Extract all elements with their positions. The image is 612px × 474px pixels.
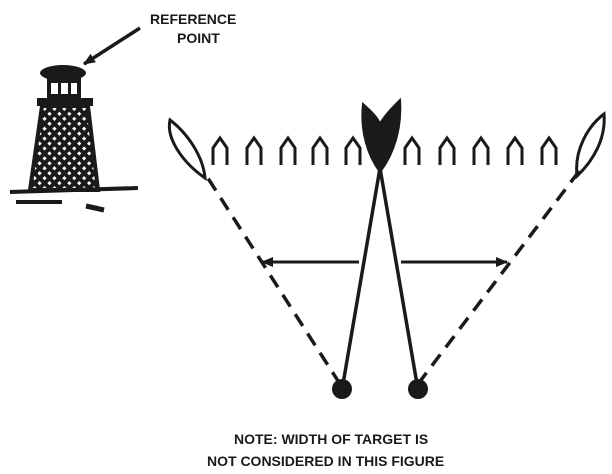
target-boat-icon xyxy=(506,135,524,165)
right-observer-dot xyxy=(408,379,428,399)
center-aim-leaf-icon xyxy=(361,97,402,174)
lighthouse-icon xyxy=(9,65,139,213)
note-line2: NOT CONSIDERED IN THIS FIGURE xyxy=(207,453,444,469)
right-boundary-leaf-icon xyxy=(575,111,606,180)
target-boat-icon xyxy=(279,135,297,165)
target-boat-icon xyxy=(311,135,329,165)
right-solid-line xyxy=(378,167,419,385)
reference-pointer-arrow xyxy=(83,26,141,66)
left-boundary-leaf-icon xyxy=(167,117,207,182)
target-boat-icon xyxy=(344,135,362,165)
left-solid-line xyxy=(341,167,382,385)
target-boat-icon xyxy=(472,135,490,165)
right-dashed-sight-line xyxy=(416,168,582,386)
target-boat-icon xyxy=(211,135,229,165)
left-dashed-sight-line xyxy=(202,171,342,385)
target-boat-icon xyxy=(438,135,456,165)
target-boat-icon xyxy=(403,135,421,165)
target-boat-icon xyxy=(540,135,558,165)
target-boat-icon xyxy=(245,135,263,165)
note-line1: NOTE: WIDTH OF TARGET IS xyxy=(234,431,428,447)
target-boat-row xyxy=(211,135,558,165)
left-observer-dot xyxy=(332,379,352,399)
reference-label-line1: REFERENCE xyxy=(150,11,236,27)
reference-label-line2: POINT xyxy=(177,30,220,46)
